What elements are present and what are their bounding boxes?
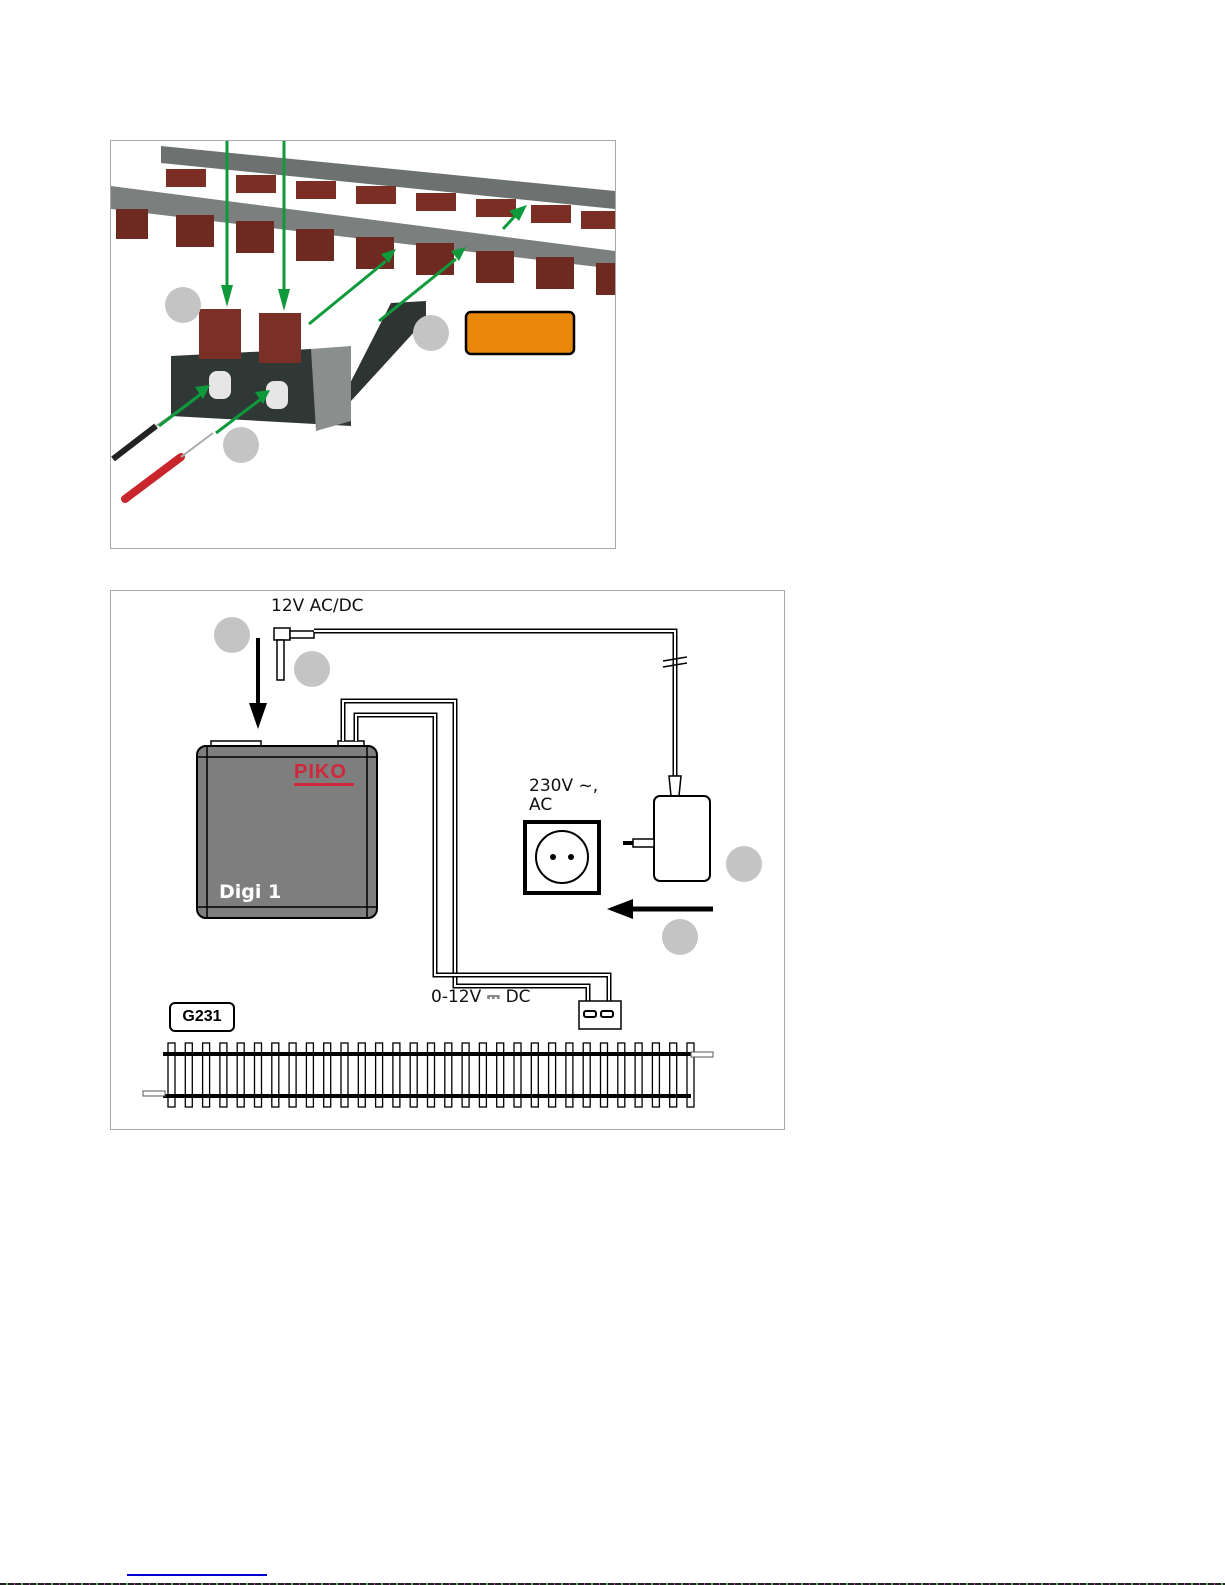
- callout-circle-2: [413, 315, 449, 351]
- track-sleeper: [374, 1042, 384, 1108]
- track-sleeper: [392, 1042, 401, 1108]
- mains-label: 230V ~,: [529, 776, 599, 796]
- track-sleeper: [530, 1042, 539, 1108]
- track-sleeper: [496, 1042, 505, 1108]
- track-sleeper: [478, 1042, 488, 1108]
- track-sleeper: [167, 1042, 176, 1108]
- track-sleeper: [236, 1042, 245, 1108]
- track-sleeper: [288, 1042, 297, 1108]
- callout-circle-3: [223, 427, 259, 463]
- track-sleeper: [184, 1042, 193, 1108]
- track-sleeper: [357, 1042, 366, 1108]
- track-sleeper: [617, 1042, 626, 1108]
- track-sleeper: [271, 1042, 280, 1108]
- track-sleeper: [547, 1042, 557, 1108]
- track-sleeper: [651, 1042, 661, 1108]
- output-voltage-label: 0-12V ⎓ DC: [431, 987, 531, 1007]
- track-sleeper: [253, 1042, 263, 1108]
- link-underline[interactable]: [127, 1574, 267, 1576]
- power-input-label: 12V AC/DC: [271, 596, 364, 616]
- callout-circle-1: [165, 287, 201, 323]
- track-sleeper: [582, 1042, 591, 1108]
- track-sleeper: [513, 1042, 522, 1108]
- piko-logo: PIKO: [294, 761, 347, 783]
- device-name: Digi 1: [219, 881, 282, 903]
- orange-callout-box: [464, 310, 576, 356]
- track-sleeper: [409, 1042, 418, 1108]
- track-label: G231: [169, 1002, 235, 1032]
- mains-label-ac: AC: [529, 795, 553, 815]
- connector-clip-drawing: [111, 141, 615, 503]
- track-sleeper: [565, 1042, 574, 1108]
- track-sleeper: [634, 1042, 643, 1108]
- track-sleeper: [669, 1042, 678, 1108]
- wiring-diagram: 12V AC/DC 230V ~, AC 0-12V ⎓ DC PIKO Dig…: [110, 590, 785, 1130]
- track-sleeper: [340, 1042, 349, 1108]
- track-sleeper: [599, 1042, 609, 1108]
- track-sleeper: [323, 1042, 332, 1108]
- track-sleeper: [444, 1042, 453, 1108]
- track-sleeper: [219, 1042, 228, 1108]
- track-sleeper: [461, 1042, 470, 1108]
- page-bottom-border: [0, 1583, 1225, 1585]
- track-sleeper: [305, 1042, 315, 1108]
- track-sleeper: [426, 1042, 436, 1108]
- track-sleeper: [686, 1042, 695, 1108]
- track-sleeper: [201, 1042, 211, 1108]
- wiring-drawing: [142, 617, 762, 1108]
- track-connection-illustration: [110, 140, 616, 549]
